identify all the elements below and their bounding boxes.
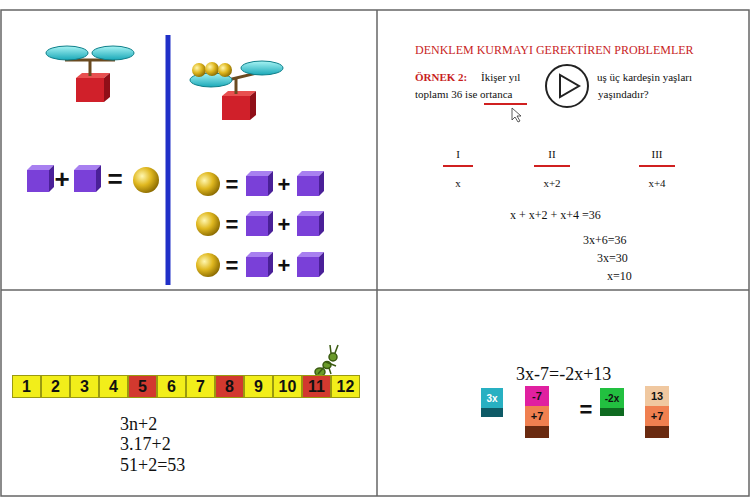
problem-text: uş üç kardeşin yaşları <box>597 71 692 84</box>
number-cell: 5 <box>128 375 157 398</box>
example-label: ÖRNEK 2: <box>415 71 467 84</box>
column-number: III <box>652 148 663 161</box>
plus-sign: + <box>54 164 69 195</box>
term-block: +7 <box>645 406 669 426</box>
section-title: DENKLEM KURMAYI GEREKTİREN PROBLEMLER <box>415 43 694 57</box>
equation: x=10 <box>607 269 632 283</box>
problem-text: İkişer yıl <box>481 71 520 84</box>
node-text: 4 <box>109 378 118 396</box>
node-text: 8 <box>225 378 234 396</box>
number-cell: 10 <box>273 375 302 398</box>
number-cell: 2 <box>41 375 70 398</box>
node-text: 2 <box>51 378 60 396</box>
number-cell: 3 <box>70 375 99 398</box>
problem-text: yaşındadır? <box>598 88 649 101</box>
age-expression: x <box>455 177 461 190</box>
equation: 3x+6=36 <box>583 233 627 247</box>
column-number: I <box>456 148 460 161</box>
number-cell: 12 <box>331 375 360 398</box>
node-text: +7 <box>531 410 544 422</box>
number-cell: 7 <box>186 375 215 398</box>
equals-sign: = <box>226 253 239 279</box>
node-text: 10 <box>279 378 297 396</box>
number-cell: 4 <box>99 375 128 398</box>
node-text: 12 <box>337 378 355 396</box>
node-text: 7 <box>196 378 205 396</box>
number-cell: 9 <box>244 375 273 398</box>
node-text: 9 <box>254 378 263 396</box>
node-text: 6 <box>167 378 176 396</box>
number-cell: 6 <box>157 375 186 398</box>
term-block: -2x <box>600 388 624 408</box>
pattern-formula: 3.17+2 <box>120 434 171 456</box>
plus-sign: + <box>278 253 291 279</box>
number-cell: 11 <box>302 375 331 398</box>
term-block: 13 <box>645 386 669 406</box>
equation: 3x=30 <box>597 251 628 265</box>
pattern-formula: 51+2=53 <box>120 455 185 477</box>
column-number: II <box>548 148 555 161</box>
node-text: +7 <box>651 410 664 422</box>
cube <box>27 165 54 192</box>
equation: 3x-7=-2x+13 <box>516 364 611 386</box>
ant <box>315 345 338 376</box>
equation: x + x+2 + x+4 =36 <box>510 208 601 222</box>
plus-sign: + <box>278 212 291 238</box>
node-text: 3 <box>80 378 89 396</box>
equals-sign: = <box>107 164 122 195</box>
node-text: 1 <box>22 378 31 396</box>
equals-sign: = <box>226 212 239 238</box>
term-block: -7 <box>525 386 549 406</box>
plus-sign: + <box>278 172 291 198</box>
term-block: +7 <box>525 406 549 426</box>
equals-sign: = <box>226 172 239 198</box>
cube <box>74 165 101 192</box>
node-text: -7 <box>532 390 542 402</box>
node-text: 5 <box>138 378 147 396</box>
age-expression: x+2 <box>543 177 560 190</box>
node-text: 11 <box>308 378 325 396</box>
number-cell: 1 <box>12 375 41 398</box>
age-expression: x+4 <box>648 177 665 190</box>
equals-sign: = <box>580 397 593 423</box>
node-text: 13 <box>651 390 663 402</box>
number-cell: 8 <box>215 375 244 398</box>
pattern-formula: 3n+2 <box>120 414 157 436</box>
node-text: -2x <box>605 393 619 404</box>
problem-text: toplamı 36 ise ortanca <box>415 88 512 101</box>
node-text: 3x <box>486 393 497 404</box>
term-block: 3x <box>481 388 503 408</box>
